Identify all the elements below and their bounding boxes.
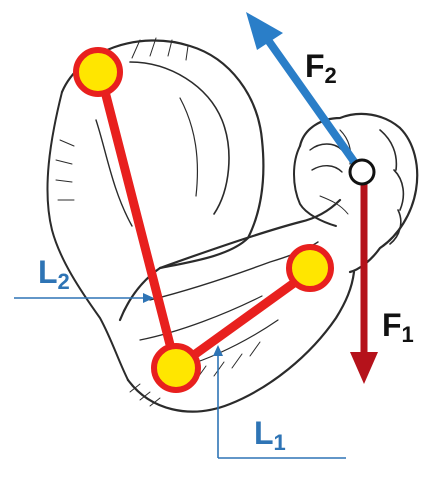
forearm-bone [171,265,317,373]
l1-indicator [213,345,346,459]
l2-indicator [14,293,154,303]
bones [95,67,317,373]
force-f1-arrow [350,176,378,384]
joints [73,47,334,393]
elbow-joint [151,343,201,393]
label-f2: F2 [305,48,337,88]
humerus-bone [95,67,181,373]
load-point [348,158,376,186]
label-l2: L2 [38,254,70,294]
label-f1: F1 [382,307,414,347]
label-l1: L1 [254,415,286,455]
force-f2-arrow [246,12,364,173]
insertion-joint [286,244,334,292]
shoulder-joint [73,47,123,97]
